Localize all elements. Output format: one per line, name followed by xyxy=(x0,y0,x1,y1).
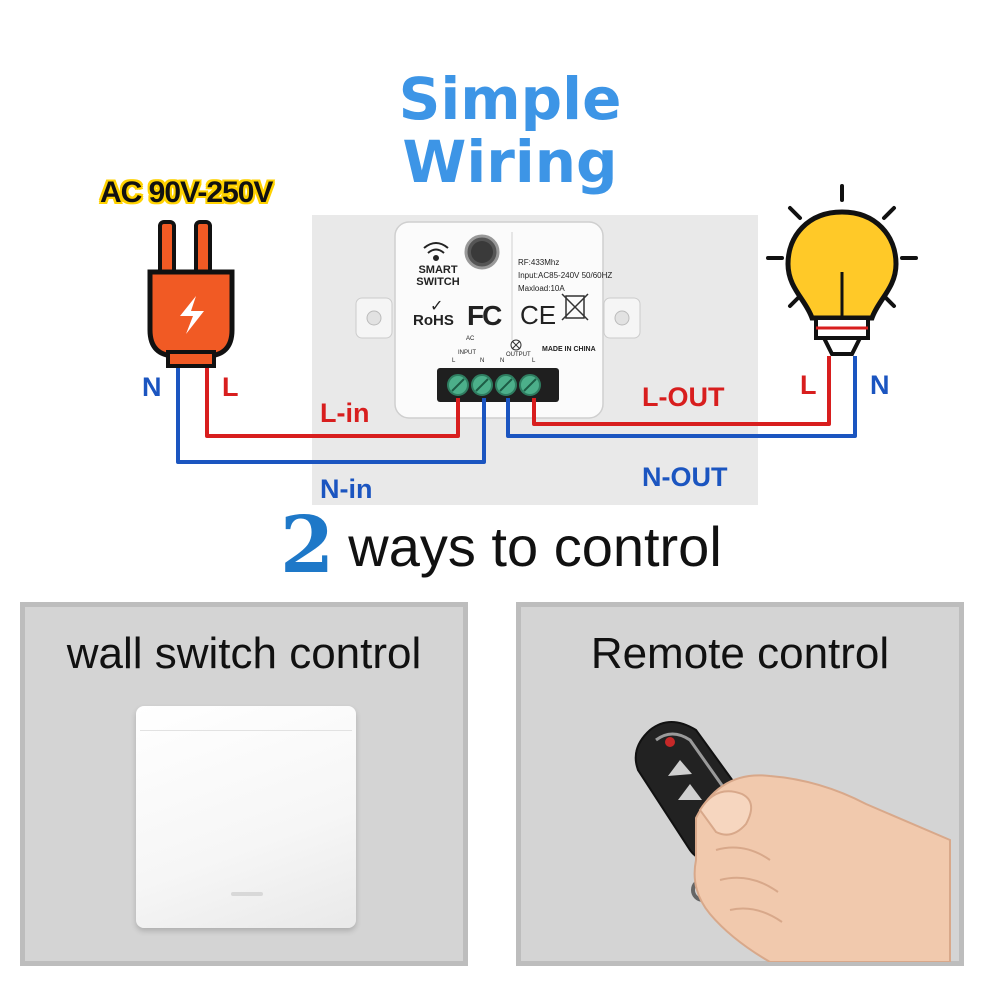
plug-icon xyxy=(147,220,235,368)
smart-switch-module xyxy=(355,221,641,419)
brand-line-1: SMART xyxy=(418,264,458,276)
wall-switch-icon xyxy=(136,706,356,928)
wire-n-in xyxy=(176,368,486,464)
wire-n-out xyxy=(506,356,857,438)
bulb-n-label: N xyxy=(870,370,890,400)
voltage-label: AC 90V-250V xyxy=(100,176,273,209)
ways-number: 2 xyxy=(280,500,335,591)
switch-seam xyxy=(140,730,352,731)
pair-button-icon xyxy=(464,234,500,270)
terminal-label-3: N xyxy=(500,358,505,364)
switch-indicator xyxy=(231,892,263,896)
hand-icon xyxy=(693,774,951,962)
remote-control-title: Remote control xyxy=(590,629,890,678)
terminal-label-1: L xyxy=(452,358,456,364)
l-in-label: L-in xyxy=(320,398,370,428)
ce-mark: CE xyxy=(520,300,557,330)
terminal-label-4: L xyxy=(532,358,536,364)
wiring-diagram xyxy=(147,184,918,464)
wire-l-in xyxy=(205,368,460,438)
plug-l-label: L xyxy=(222,372,239,402)
ac-mark: AC xyxy=(466,336,475,342)
recycle-bin-icon xyxy=(561,293,589,321)
made-in-label: MADE IN CHINA xyxy=(542,346,596,353)
brand-line-2: SWITCH xyxy=(416,276,460,288)
terminal-label-2: N xyxy=(480,358,485,364)
n-out-label: N-OUT xyxy=(642,462,728,492)
wall-switch-title: wall switch control xyxy=(66,629,422,678)
input-label: INPUT xyxy=(458,350,476,356)
checkmark-icon: ✓ xyxy=(430,296,444,315)
title-line-2: Wiring xyxy=(402,127,618,196)
wifi-icon xyxy=(423,242,449,261)
fcc-mark: FC xyxy=(467,300,502,331)
light-bulb-icon xyxy=(766,184,918,356)
output-label: OUTPUT xyxy=(506,352,531,358)
terminal-block xyxy=(437,368,559,402)
maxload-spec: Maxload:10A xyxy=(518,284,565,293)
rohs-mark: RoHS xyxy=(413,312,454,329)
ways-text: ways to control xyxy=(348,515,722,578)
wire-l-out xyxy=(532,356,831,426)
page-title: Simple Wiring xyxy=(300,68,720,193)
plug-n-label: N xyxy=(142,372,162,402)
input-spec: Input:AC85-240V 50/60HZ xyxy=(518,271,613,280)
l-out-label: L-OUT xyxy=(642,382,725,412)
n-in-label: N-in xyxy=(320,474,373,504)
rf-spec: RF:433Mhz xyxy=(518,258,560,267)
title-line-1: Simple xyxy=(398,65,622,133)
remote-in-hand-illustration xyxy=(634,721,951,962)
module-brand: SMART SWITCH xyxy=(411,264,465,288)
bulb-l-label: L xyxy=(800,370,817,400)
lamp-symbol-icon xyxy=(510,339,522,351)
